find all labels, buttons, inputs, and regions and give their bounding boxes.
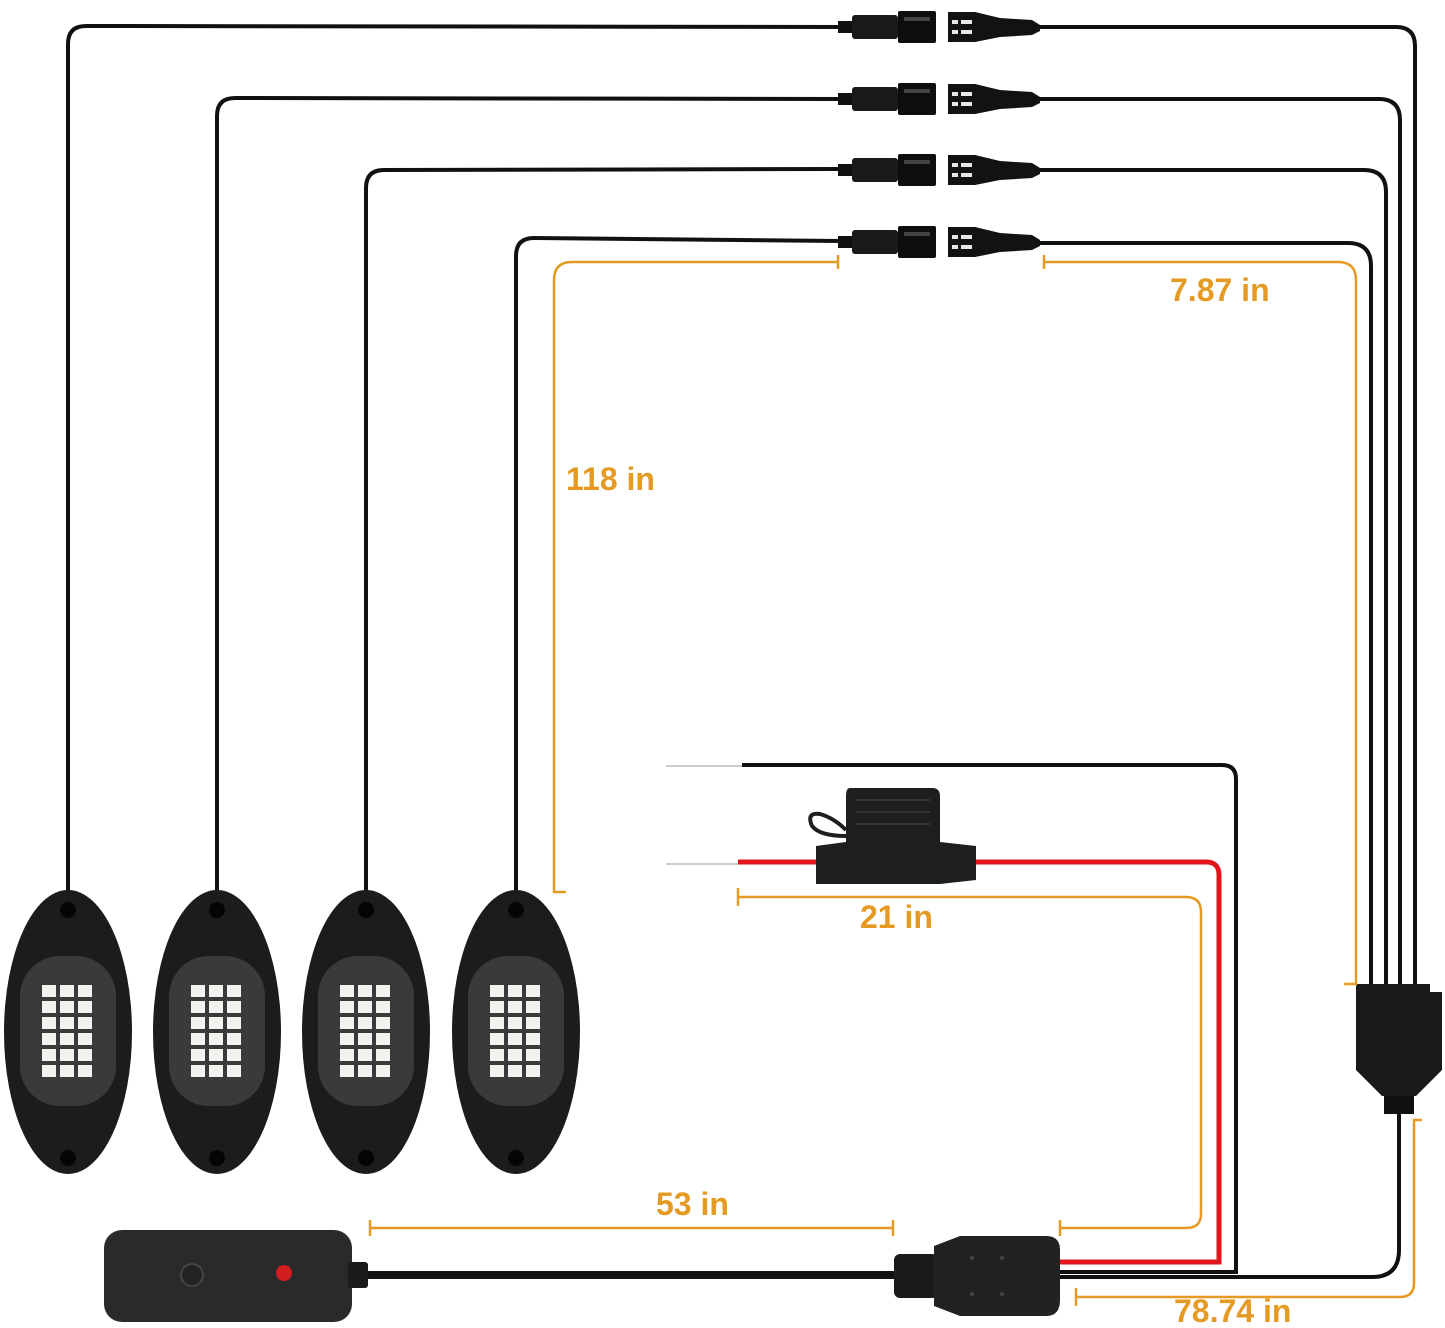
rock-light-pod-icon (452, 890, 580, 1174)
dimension-label-switch-lead: 53 in (656, 1186, 729, 1222)
two-pin-connector-icon (838, 226, 936, 258)
dimension-label-pod-lead: 118 in (566, 461, 655, 497)
connector-pair-3 (838, 154, 1040, 186)
connector-pair-4 (838, 226, 1040, 258)
pod-lead-wire-1 (66, 23, 842, 892)
two-pin-connector-icon (948, 155, 1040, 185)
rock-light-pod-icon (302, 890, 430, 1174)
extension-wire-1 (1038, 25, 1417, 992)
blade-fuse-holder-icon (808, 788, 976, 884)
connector-pair-2 (838, 83, 1040, 115)
two-pin-connector-icon (838, 154, 936, 186)
dimension-labels: 7.87 in 118 in 21 in 53 in 78.74 in (566, 272, 1291, 1328)
two-pin-connector-icon (838, 11, 936, 43)
extension-wires (1038, 25, 1417, 992)
main-connector-icon (894, 1236, 1060, 1316)
pod-lead-wires (66, 23, 842, 892)
rock-light-pod-icon (153, 890, 281, 1174)
dimension-label-extension: 7.87 in (1170, 272, 1270, 308)
two-pin-connector-icon (948, 12, 1040, 42)
connectors (838, 11, 1040, 258)
extension-wire-4 (1038, 241, 1373, 992)
ground-wire (742, 763, 1238, 1274)
extension-wire-3 (1038, 168, 1388, 992)
pod-lead-wire-3 (364, 167, 842, 892)
pod-lead-wire-4 (514, 235, 842, 892)
dimension-label-power-lead: 21 in (860, 899, 933, 935)
indicator-led-icon (276, 1265, 292, 1281)
pod-lead-wire-2 (215, 95, 842, 892)
switch-assembly (104, 1230, 1060, 1322)
power-button-icon (180, 1263, 204, 1287)
power-leads (666, 763, 1238, 1274)
connector-pair-1 (838, 11, 1040, 43)
two-pin-connector-icon (948, 84, 1040, 114)
switch-box-icon (104, 1230, 352, 1322)
extension-wire-2 (1038, 97, 1402, 992)
splitter-hub-icon (1060, 984, 1442, 1279)
pods (4, 890, 580, 1174)
rock-light-pod-icon (4, 890, 132, 1174)
dimension-lines (368, 255, 1422, 1306)
two-pin-connector-icon (948, 227, 1040, 257)
dimension-label-main-lead: 78.74 in (1174, 1293, 1291, 1328)
two-pin-connector-icon (838, 83, 936, 115)
